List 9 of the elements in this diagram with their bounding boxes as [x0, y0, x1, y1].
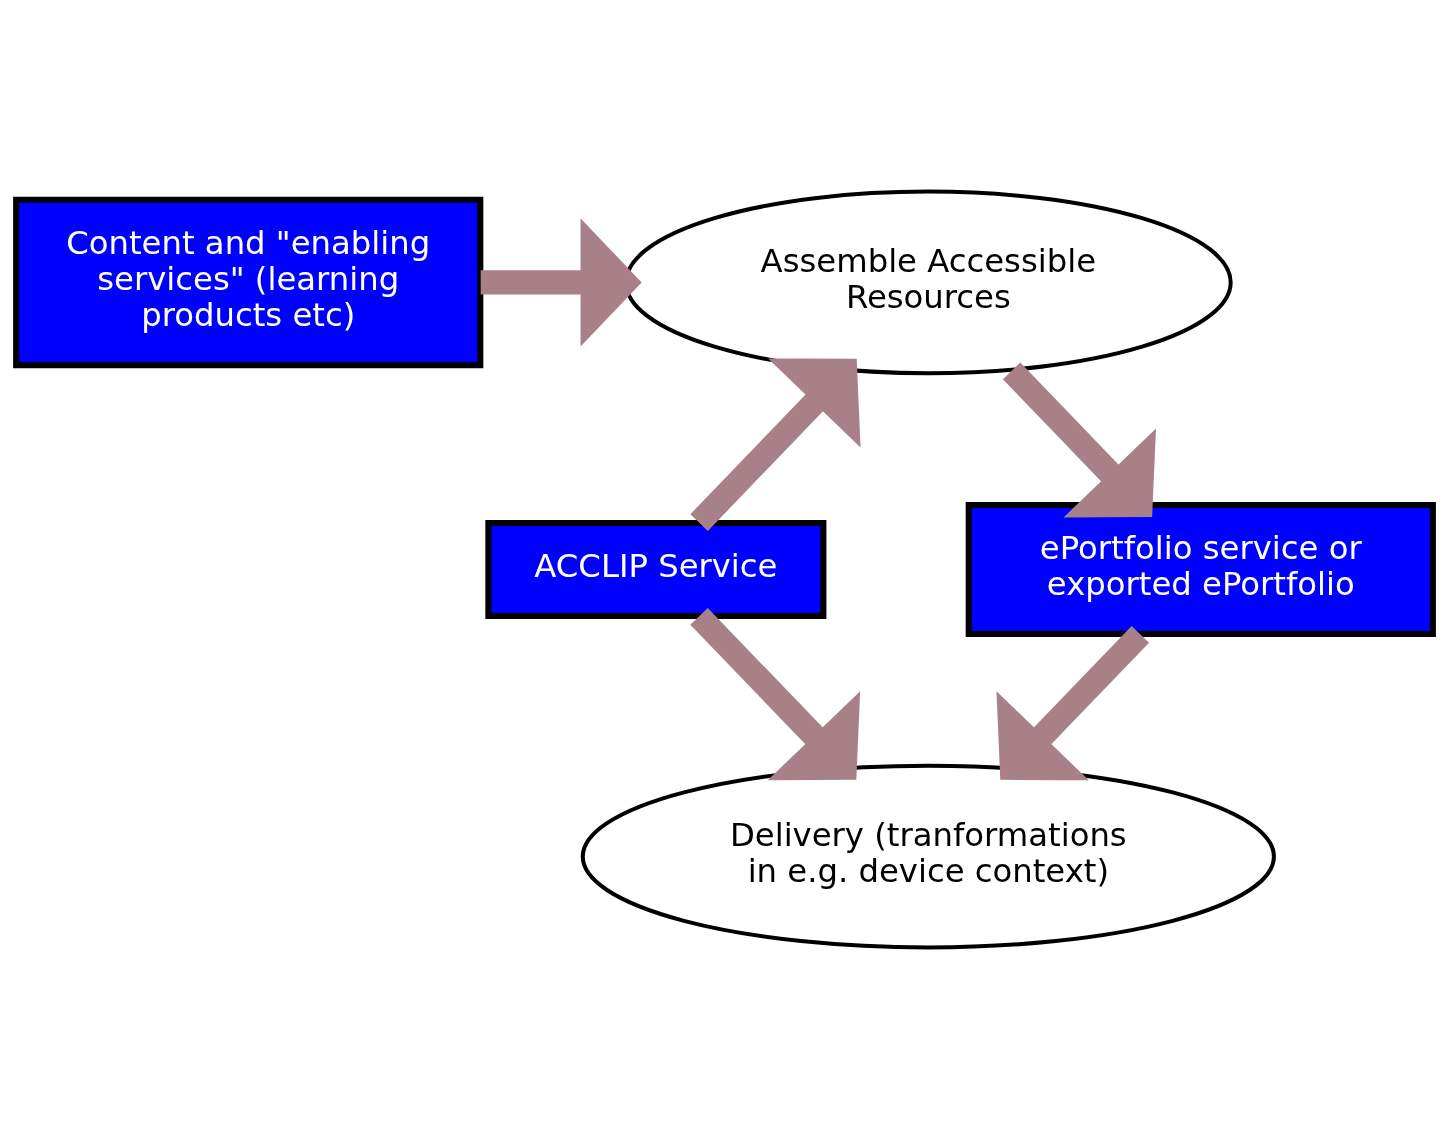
- arrow: [480, 217, 642, 347]
- arrow: [1002, 362, 1156, 517]
- node-box: Content and "enabling services" (learning products etc): [13, 196, 484, 368]
- node-box: ePortfolio service or exported ePortfolio: [965, 501, 1436, 637]
- node-ellipse: Delivery (tranformations in e.g. device context): [580, 763, 1276, 949]
- node-box: ACCLIP Service: [485, 519, 827, 619]
- arrow: [690, 607, 861, 780]
- arrow: [996, 625, 1150, 780]
- arrow: [690, 357, 861, 531]
